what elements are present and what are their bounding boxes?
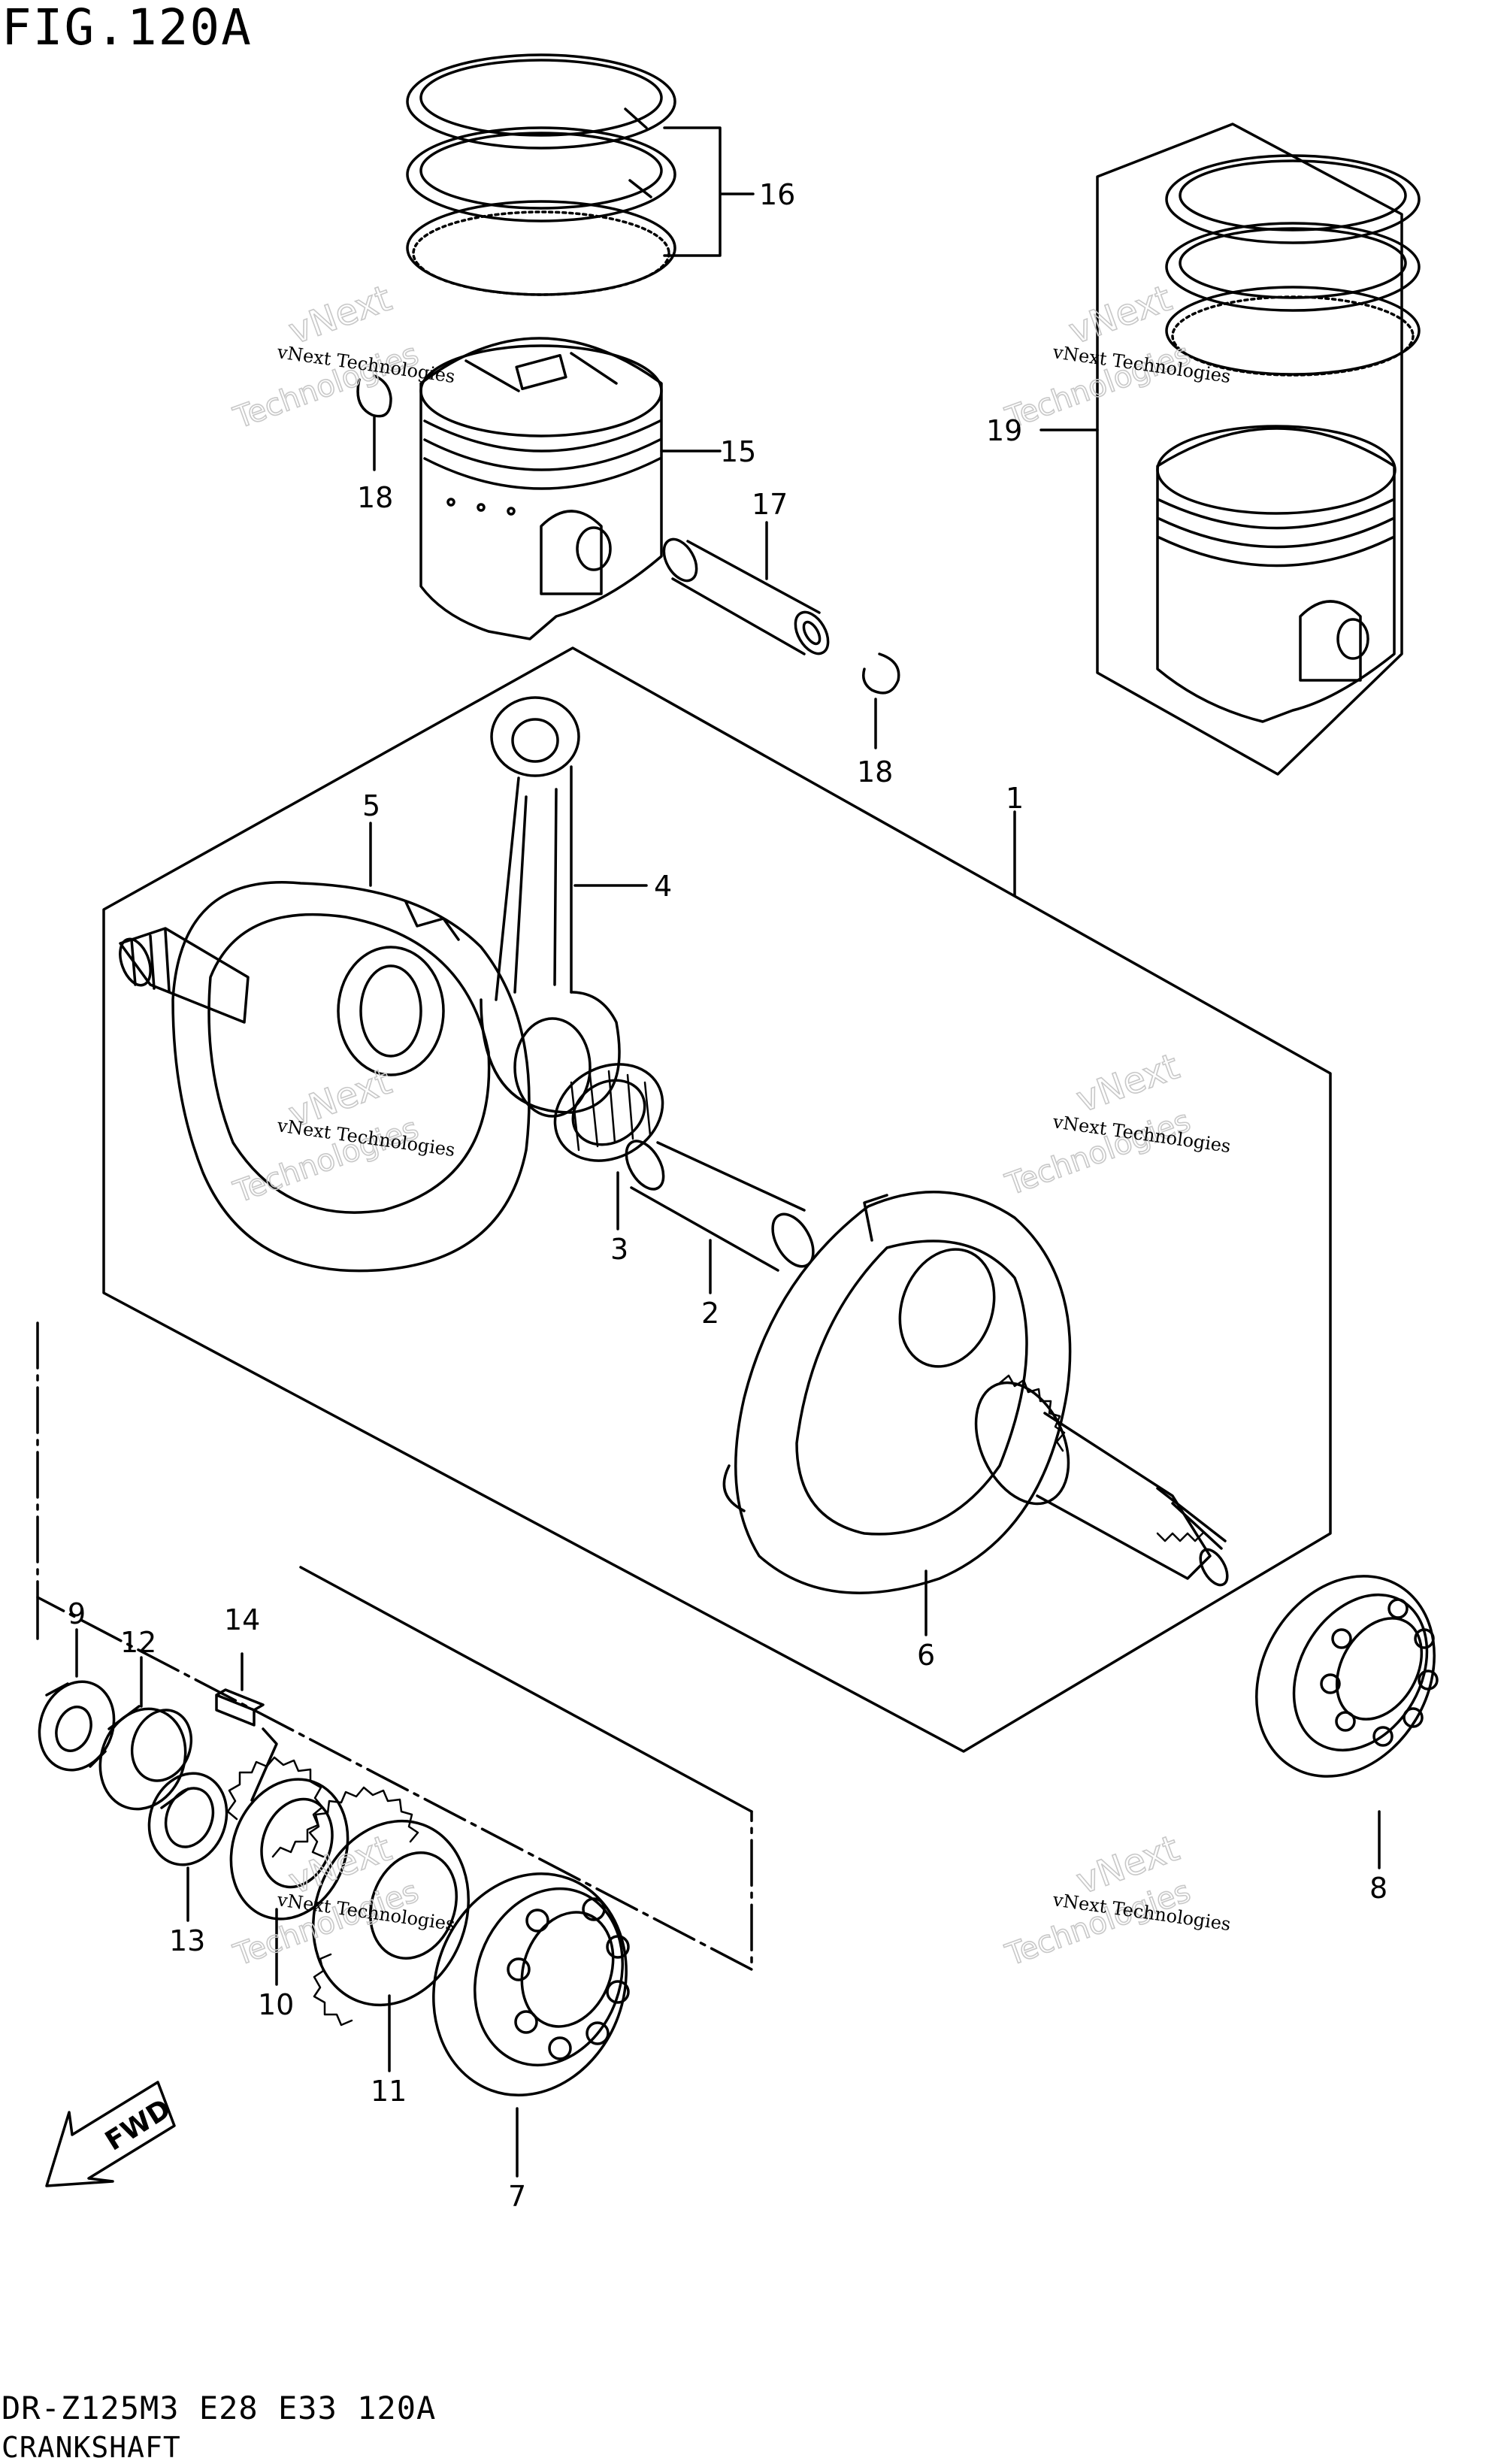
- callout-4: 4: [654, 870, 672, 903]
- piston-set-19-piston: [1156, 425, 1397, 723]
- callout-17: 17: [752, 488, 788, 521]
- right-crank-shaft: [1036, 1412, 1229, 1587]
- callout-18-top: 18: [357, 481, 393, 514]
- ball-bearing-8: [1255, 1575, 1439, 1778]
- callout-3: 3: [610, 1233, 628, 1266]
- piston-15: [419, 337, 663, 640]
- callout-14: 14: [224, 1603, 260, 1636]
- callout-5: 5: [362, 789, 380, 822]
- piston-rings-16: [406, 53, 676, 296]
- ball-bearing-7: [432, 1872, 630, 2097]
- callout-10: 10: [258, 1988, 294, 2021]
- crankshaft-assembly-box: [102, 646, 1332, 1753]
- piston-set-19-box: [1096, 123, 1403, 776]
- primary-drive-gear-10: [226, 1756, 350, 1921]
- key-14: [215, 1688, 265, 1727]
- crank-web-left-5: [171, 881, 531, 1273]
- callout-labels: 16 15 18 17 18 19 1 5 4 3 2 6 8 9 12 14 …: [68, 178, 1387, 2213]
- callout-9: 9: [68, 1597, 86, 1630]
- callout-1: 1: [1006, 782, 1024, 815]
- piston-set-19-rings: [1165, 154, 1421, 377]
- nut-9: [38, 1680, 116, 1772]
- callout-2: 2: [701, 1297, 719, 1330]
- section-name: CRANKSHAFT: [2, 2431, 181, 2464]
- left-crank-shaft-end: [119, 927, 250, 1024]
- callout-18-bottom: 18: [857, 755, 893, 789]
- callout-8: 8: [1369, 1872, 1387, 1905]
- crank-pin-2: [625, 1140, 815, 1272]
- callout-7: 7: [508, 2180, 526, 2213]
- callout-15: 15: [720, 435, 756, 468]
- piston-pin-17: [662, 537, 830, 655]
- watermark-outline-top: vNext: [1064, 277, 1177, 353]
- washer-13: [147, 1772, 228, 1866]
- callout-16-bracket: [663, 126, 755, 257]
- circlip-18-top: [356, 374, 392, 418]
- circlip-18-bottom: [862, 652, 900, 695]
- primary-gear-box: [36, 1321, 753, 1971]
- callout-11: 11: [371, 2075, 407, 2108]
- key-leader: [250, 1727, 278, 1802]
- crank-web-right-6: [722, 1191, 1072, 1594]
- needle-bearing-3: [553, 1063, 664, 1162]
- connecting-rod-4: [480, 696, 621, 1118]
- spacer-12: [98, 1705, 193, 1811]
- fwd-arrow: [45, 2081, 176, 2187]
- figure-title: FIG.120A: [2, 0, 253, 56]
- callout-19: 19: [986, 414, 1022, 447]
- callout-16: 16: [759, 178, 795, 211]
- watermark-group: vNext Technologies vNext Technologies vN…: [228, 277, 1232, 1974]
- callout-12: 12: [120, 1626, 156, 1659]
- callout-6: 6: [917, 1639, 935, 1672]
- callout-13: 13: [169, 1924, 205, 1957]
- primary-gear-box-edge: [36, 1566, 753, 1813]
- model-code: DR-Z125M3 E28 E33 120A: [2, 2390, 437, 2426]
- drive-gear-11: [308, 1786, 470, 2027]
- watermark-outline-top: vNext: [283, 277, 397, 353]
